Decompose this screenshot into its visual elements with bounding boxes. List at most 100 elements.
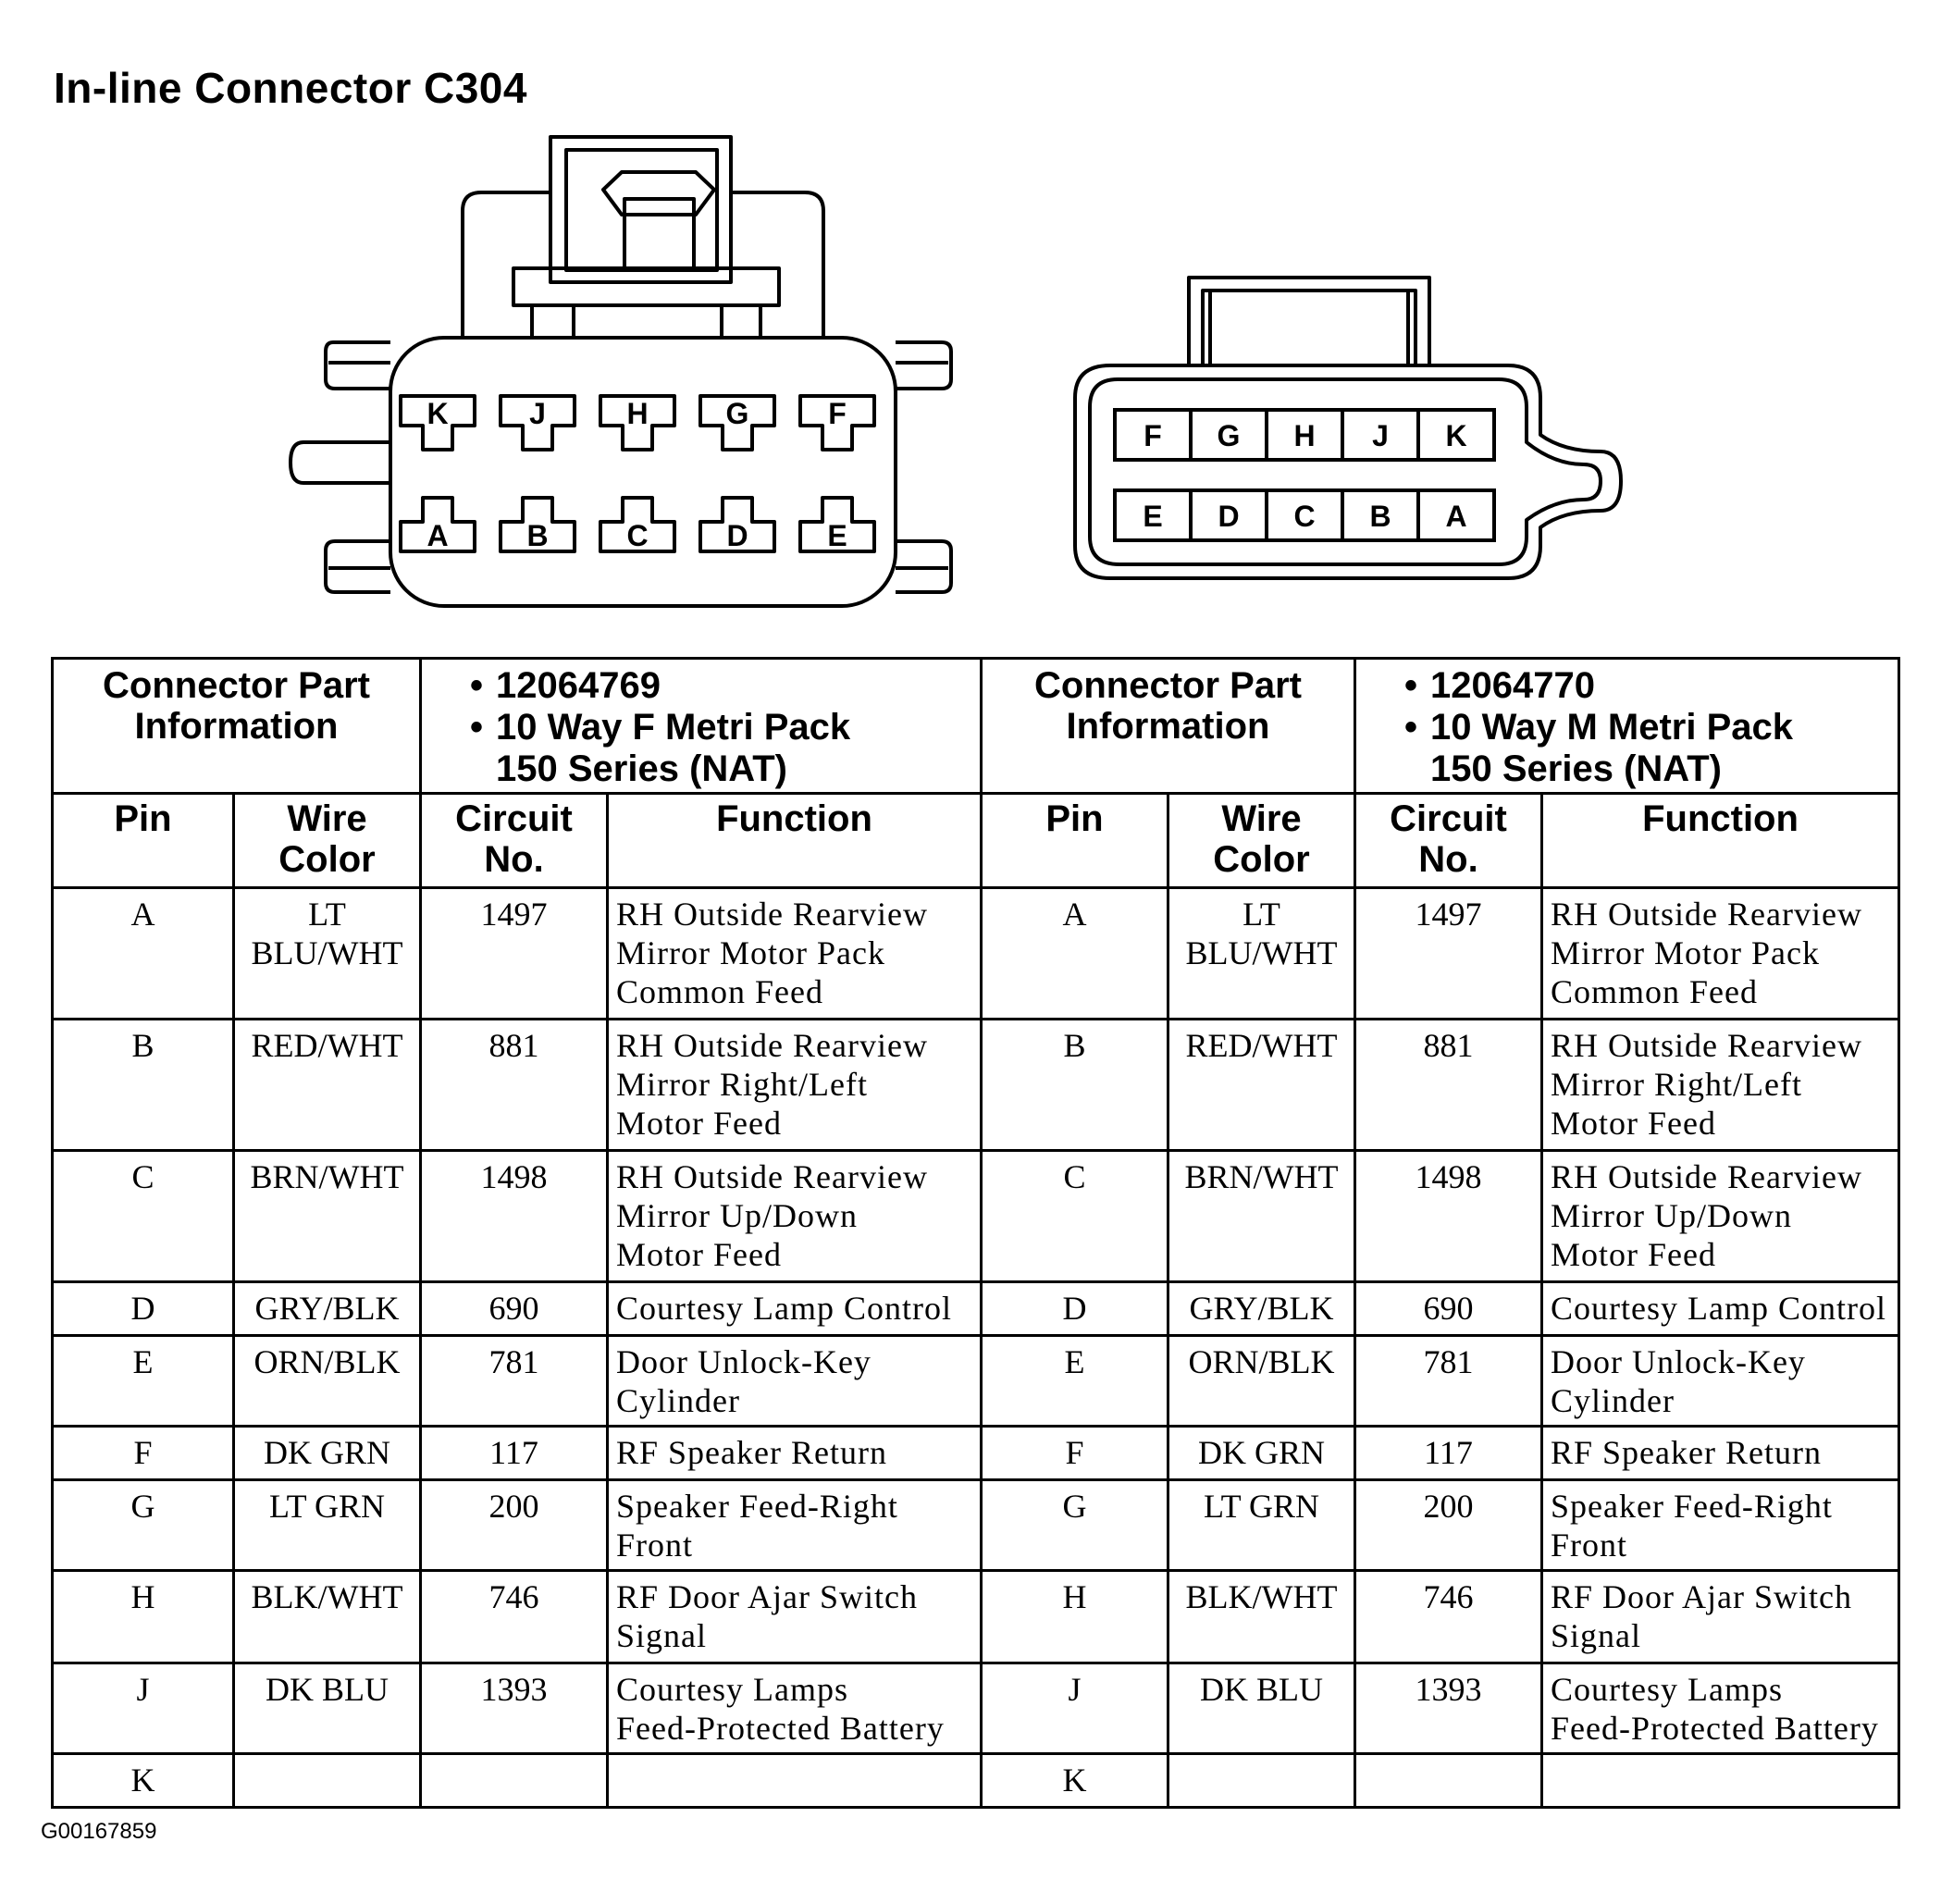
circuit-cell-left: 746 xyxy=(419,1569,609,1664)
col-pin-right: Pin xyxy=(980,792,1169,889)
circuit-cell-right: 781 xyxy=(1354,1334,1543,1428)
male-terminal-G: G xyxy=(1189,408,1268,462)
circuit-cell-left: 1497 xyxy=(419,886,609,1020)
pin-cell-left: C xyxy=(51,1149,235,1283)
function-cell-right: Courtesy Lamp Control xyxy=(1539,1280,1901,1337)
female-terminal-F: F xyxy=(798,394,876,451)
female-terminal-J: J xyxy=(499,394,576,451)
col-circuit-right: Circuit No. xyxy=(1354,792,1543,889)
pin-cell-left: A xyxy=(51,886,235,1020)
col-wire-left: Wire Color xyxy=(232,792,422,889)
circuit-cell-right: 1498 xyxy=(1354,1149,1543,1283)
wire-color-cell-left: LT GRN xyxy=(232,1478,422,1572)
svg-text:D: D xyxy=(726,519,748,552)
circuit-cell-left: 781 xyxy=(419,1334,609,1428)
circuit-cell-right: 881 xyxy=(1354,1018,1543,1152)
wire-color-cell-right: DK BLU xyxy=(1167,1662,1356,1755)
wire-color-cell-left: GRY/BLK xyxy=(232,1280,422,1337)
pin-cell-right: J xyxy=(980,1662,1169,1755)
male-terminal-H: H xyxy=(1265,408,1344,462)
col-circuit-left: Circuit No. xyxy=(419,792,609,889)
female-part-number: 12064769 xyxy=(470,665,980,707)
male-terminal-K: K xyxy=(1416,408,1496,462)
wire-color-cell-right: LT GRN xyxy=(1167,1478,1356,1572)
pin-cell-right: K xyxy=(980,1752,1169,1809)
wire-color-cell-left: DK GRN xyxy=(232,1425,422,1481)
wire-color-cell-right: DK GRN xyxy=(1167,1425,1356,1481)
pin-cell-left: E xyxy=(51,1334,235,1428)
pin-cell-left: F xyxy=(51,1425,235,1481)
circuit-cell-left xyxy=(419,1752,609,1809)
function-cell-left: RF Speaker Return xyxy=(606,1425,983,1481)
connector-info-row: Connector Part Information 12064769 10 W… xyxy=(51,657,1901,795)
female-part-desc: 10 Way F Metri Pack 150 Series (NAT) xyxy=(470,707,980,790)
female-terminal-K: K xyxy=(399,394,476,451)
wire-color-cell-right: GRY/BLK xyxy=(1167,1280,1356,1337)
pin-cell-left: K xyxy=(51,1752,235,1809)
wire-color-cell-left xyxy=(232,1752,422,1809)
wire-color-cell-left: BRN/WHT xyxy=(232,1149,422,1283)
connector-info-label-right: Connector Part Information xyxy=(980,657,1356,795)
female-terminal-E: E xyxy=(798,496,876,553)
pin-cell-right: D xyxy=(980,1280,1169,1337)
circuit-cell-right: 746 xyxy=(1354,1569,1543,1664)
svg-text:E: E xyxy=(1143,500,1162,533)
pin-cell-right: F xyxy=(980,1425,1169,1481)
male-terminal-F: F xyxy=(1113,408,1193,462)
svg-text:H: H xyxy=(626,397,648,430)
wire-color-cell-right: ORN/BLK xyxy=(1167,1334,1356,1428)
pin-cell-left: J xyxy=(51,1662,235,1755)
pin-cell-right: E xyxy=(980,1334,1169,1428)
pin-cell-left: H xyxy=(51,1569,235,1664)
column-header-row: Pin Wire Color Circuit No. Function Pin … xyxy=(51,792,1901,889)
male-terminal-A: A xyxy=(1416,488,1496,542)
svg-text:K: K xyxy=(427,397,448,430)
circuit-cell-left: 690 xyxy=(419,1280,609,1337)
svg-text:J: J xyxy=(1372,419,1389,452)
svg-text:G: G xyxy=(726,397,749,430)
female-terminal-B: B xyxy=(499,496,576,553)
pin-cell-left: B xyxy=(51,1018,235,1152)
function-cell-right: RF Speaker Return xyxy=(1539,1425,1901,1481)
svg-text:A: A xyxy=(1445,500,1466,533)
page-title: In-line Connector C304 xyxy=(54,64,527,112)
circuit-cell-right: 1393 xyxy=(1354,1662,1543,1755)
pin-cell-right: C xyxy=(980,1149,1169,1283)
svg-text:E: E xyxy=(827,519,847,552)
male-terminal-D: D xyxy=(1189,488,1268,542)
circuit-cell-left: 881 xyxy=(419,1018,609,1152)
col-function-left: Function xyxy=(606,792,983,889)
svg-text:F: F xyxy=(1144,419,1162,452)
connector-info-label-left: Connector Part Information xyxy=(51,657,422,795)
female-part-info: 12064769 10 Way F Metri Pack 150 Series … xyxy=(419,657,983,795)
circuit-cell-right: 200 xyxy=(1354,1478,1543,1572)
female-terminal-A: A xyxy=(399,496,476,553)
wire-color-cell-left: RED/WHT xyxy=(232,1018,422,1152)
wire-color-cell-left: DK BLU xyxy=(232,1662,422,1755)
svg-text:F: F xyxy=(828,397,847,430)
function-cell-right xyxy=(1539,1752,1901,1809)
pin-cell-right: H xyxy=(980,1569,1169,1664)
male-part-number: 12064770 xyxy=(1404,665,1898,707)
